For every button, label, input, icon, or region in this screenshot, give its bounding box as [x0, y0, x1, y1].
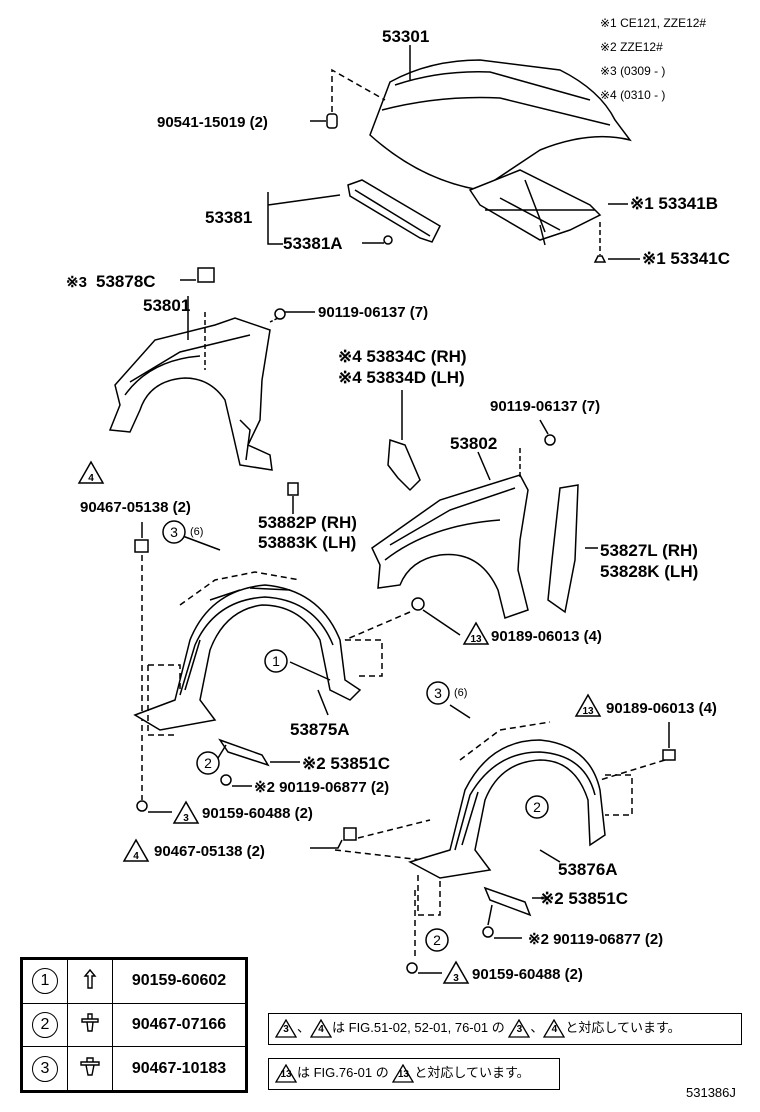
part-label-screw-rh: 90159-60488 (2)	[202, 805, 313, 822]
callout-2-icon	[525, 795, 549, 819]
legend-row: 1 90159-60602	[22, 959, 246, 1004]
legend-part: 90159-60602	[112, 959, 246, 1004]
triangle-4-icon: 4	[543, 1019, 566, 1038]
callout-label: 2	[433, 932, 441, 948]
note-separator: 、	[297, 1020, 311, 1035]
note-text: と対応しています。	[565, 1020, 681, 1035]
part-label-screw-lh: 90159-60488 (2)	[472, 966, 583, 983]
part-label-fender-seal-rh: 53827L (RH)	[600, 541, 698, 560]
fastener-legend: 1 90159-60602 2 90467-07166 3 90467-1018…	[20, 957, 248, 1093]
diagram-id: 531386J	[686, 1085, 736, 1100]
clip-icon	[67, 1046, 113, 1091]
part-label-hood: 53301	[382, 27, 429, 46]
fender-seal-drawing	[547, 484, 579, 614]
part-label-liner-rh: 53875A	[290, 720, 350, 739]
part-label-bolt-lh: ※2 90119-06877 (2)	[528, 931, 663, 948]
note-3: ※3 (0309 - )	[600, 64, 665, 78]
callout-label: 4	[133, 851, 139, 862]
part-label-bolt-upper-rh: 90119-06137 (7)	[318, 304, 428, 321]
triangle-4-icon: 4	[310, 1019, 333, 1038]
triangle-13-icon: 13	[392, 1064, 415, 1083]
part-label-bracket-rh: ※4 53834C (RH)	[338, 347, 467, 366]
part-label-insulator-clip: ※1 53341C	[642, 249, 730, 268]
callout-2-icon	[425, 928, 449, 952]
clip-icon	[67, 1002, 113, 1048]
part-label-bolt-rh: ※2 90119-06877 (2)	[254, 779, 389, 796]
note-text: は FIG.51-02, 52-01, 76-01 の	[332, 1020, 505, 1035]
legend-row: 2 90467-07166	[22, 1002, 246, 1048]
note-2: ※2 ZZE12#	[600, 40, 663, 54]
callout-1-icon	[264, 649, 288, 673]
callout-triangle-3-icon	[172, 800, 200, 824]
part-mark-liner-cap: ※3	[66, 274, 87, 291]
callout-label: 4	[88, 473, 94, 484]
callout-label: 3	[183, 813, 189, 824]
part-label-clip-a4: 90467-05138 (2)	[80, 499, 191, 516]
hood-drawing	[369, 59, 632, 246]
note-text: は FIG.76-01 の	[297, 1065, 389, 1080]
callout-label: 3	[453, 973, 459, 984]
triangle-3-icon: 3	[508, 1019, 531, 1038]
callout-label: 13	[582, 706, 594, 717]
callout-qty: (6)	[454, 687, 467, 699]
note-1: ※1 CE121, ZZE12#	[600, 16, 706, 30]
note-4: ※4 (0310 - )	[600, 88, 665, 102]
callout-label: 3	[434, 685, 442, 701]
part-label-mudguard-lh: ※2 53851C	[540, 889, 628, 908]
triangle-13-icon: 13	[275, 1064, 297, 1083]
part-label-bolt-upper-lh: 90119-06137 (7)	[490, 398, 600, 415]
part-label-seal-clip: 53381A	[283, 234, 343, 253]
callout-triangle-13-icon	[574, 693, 602, 717]
legend-number: 2	[32, 1011, 58, 1038]
callout-triangle-4-icon	[122, 838, 150, 862]
part-label-pad-lh: 53883K (LH)	[258, 533, 356, 552]
bracket-drawing	[387, 438, 421, 492]
seal-drawing	[347, 179, 441, 243]
part-label-fender-seal-lh: 53828K (LH)	[600, 562, 698, 581]
callout-2-icon	[196, 751, 220, 775]
callout-3-icon	[162, 520, 186, 544]
part-label-insulator: ※1 53341B	[630, 194, 718, 213]
hood-clip-icon	[326, 113, 338, 129]
part-label-seal: 53381	[205, 208, 252, 227]
part-label-clip-a13-right: 90189-06013 (4)	[606, 700, 717, 717]
screw-icon	[67, 959, 113, 1004]
legend-part: 90467-07166	[112, 1002, 246, 1048]
part-label-mudguard-rh: ※2 53851C	[302, 754, 390, 773]
callout-3-icon	[426, 681, 450, 705]
callout-triangle-4-icon	[77, 460, 105, 484]
part-label-liner-cap: 53878C	[96, 272, 156, 291]
legend-row: 3 90467-10183	[22, 1046, 246, 1091]
fender-lh-drawing	[371, 474, 529, 619]
callout-label: 2	[533, 799, 541, 815]
triangle-3-icon: 3	[275, 1019, 297, 1038]
legend-part: 90467-10183	[112, 1046, 246, 1091]
part-label-pad-rh: 53882P (RH)	[258, 513, 357, 532]
fender-rh-drawing	[108, 317, 273, 471]
part-label-clip-a13-left: 90189-06013 (4)	[491, 628, 602, 645]
callout-triangle-13-icon	[462, 621, 490, 645]
part-label-bracket-lh: ※4 53834D (LH)	[338, 368, 465, 387]
part-label-clip-rh-bottom: 90467-05138 (2)	[154, 843, 265, 860]
callout-label: 2	[204, 755, 212, 771]
callout-triangle-3-icon	[442, 960, 470, 984]
part-label-fender-lh: 53802	[450, 434, 497, 453]
legend-number: 1	[32, 968, 58, 995]
callout-label: 3	[170, 524, 178, 540]
legend-number: 3	[32, 1055, 58, 1082]
callout-label: 13	[470, 634, 482, 645]
callout-label: 1	[272, 653, 280, 669]
liner-rh-drawing	[133, 584, 362, 731]
note-text: と対応しています。	[414, 1065, 530, 1080]
part-label-hood-clip: 90541-15019 (2)	[157, 114, 268, 131]
liner-lh-drawing	[408, 739, 606, 879]
note-separator: 、	[530, 1020, 544, 1035]
part-label-fender-rh: 53801	[143, 296, 190, 315]
part-label-liner-lh: 53876A	[558, 860, 618, 879]
callout-qty: (6)	[190, 526, 203, 538]
